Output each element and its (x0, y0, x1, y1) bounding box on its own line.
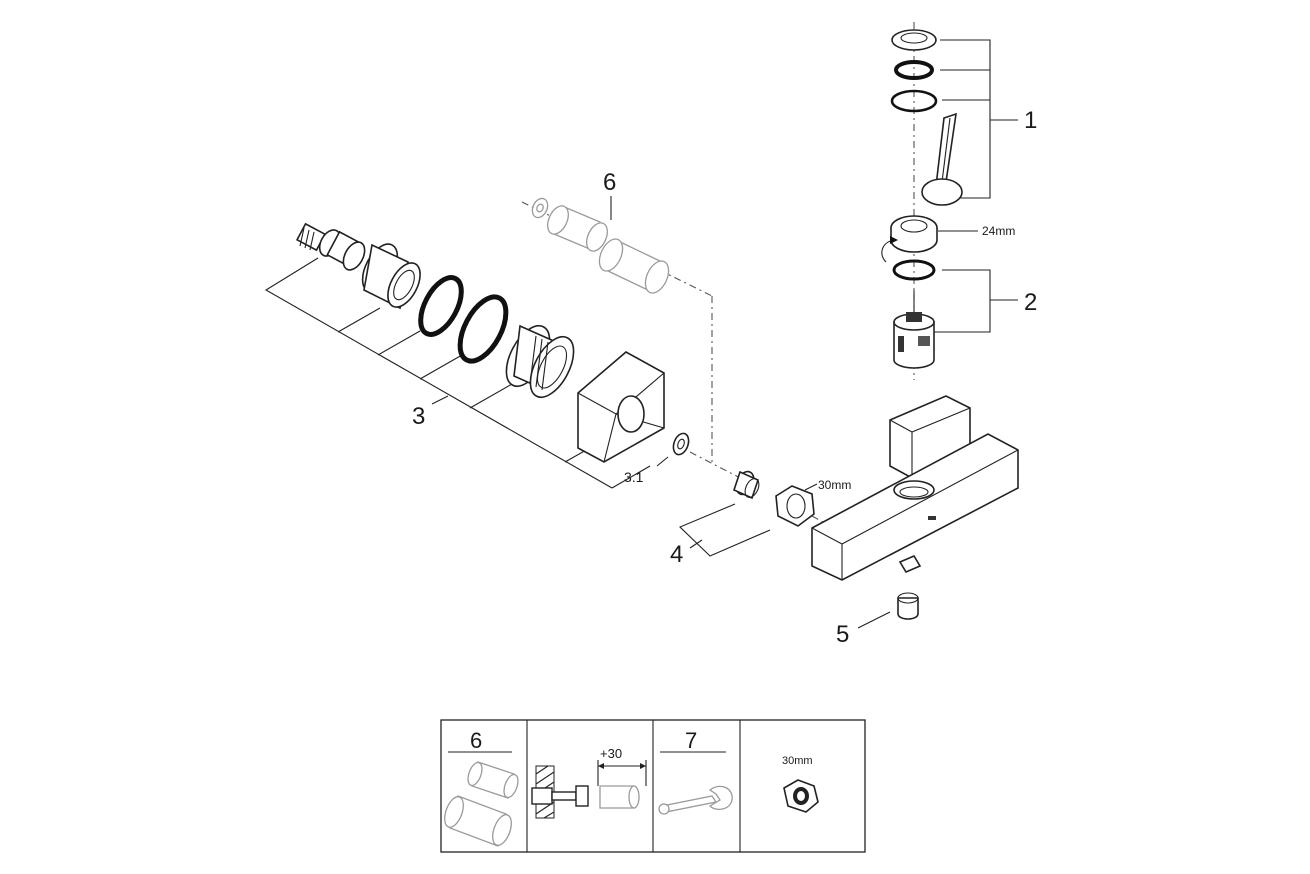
valve-body-assembly (811, 22, 1019, 629)
threaded-nipple (295, 222, 366, 271)
bracket-2 (934, 269, 991, 333)
nut-assembly-4 (679, 470, 831, 557)
table-dimension-30mm: 30mm (782, 755, 813, 767)
leader-tick (469, 383, 513, 409)
callout-1: 1 (1024, 107, 1037, 134)
leader-tick (377, 330, 421, 356)
leader-tick (611, 465, 651, 489)
callout-2: 2 (1024, 289, 1037, 316)
leader-lines-3 (264, 257, 613, 489)
bracket-1 (938, 39, 991, 199)
table-cell-wrench: 7 (658, 728, 733, 815)
leader-4-pointer (689, 539, 703, 549)
callout-3-1: 3.1 (624, 469, 644, 485)
o-ring-cartridge (892, 259, 936, 281)
cartridge-nut (881, 215, 978, 263)
threaded-ring (505, 324, 575, 399)
cartridge (893, 312, 935, 369)
table-cell-nut-size: 30mm (782, 755, 819, 813)
sleeve-bushing (361, 243, 421, 310)
callout-5: 5 (836, 621, 849, 648)
info-table: 6 +30 (440, 719, 866, 853)
leader-lines-4 (679, 503, 771, 557)
callout-6: 6 (603, 169, 616, 196)
o-ring-large-2 (457, 294, 509, 364)
mixer-body (811, 433, 1019, 581)
table-number-7: 7 (685, 728, 697, 753)
extension-set-ghost (521, 196, 753, 485)
leader-3-1 (656, 456, 669, 467)
leader-tick (337, 307, 381, 333)
washer-3-1 (672, 432, 690, 456)
o-ring-small-1 (894, 60, 934, 80)
callout-3: 3 (412, 403, 425, 430)
leader-tick (419, 354, 463, 380)
table-cell-wall-depth: +30 (531, 746, 647, 819)
o-ring-large-1 (418, 275, 464, 337)
o-ring-small-2 (890, 89, 938, 113)
connection-assembly-group (264, 222, 690, 489)
square-escutcheon (577, 351, 665, 463)
table-number-6: 6 (470, 728, 482, 753)
aerator-5 (857, 592, 919, 629)
dimension-24mm: 24mm (982, 224, 1015, 238)
table-cell-extension-set: 6 (444, 728, 519, 847)
callout-4: 4 (670, 541, 683, 568)
dimension-30mm: 30mm (818, 478, 851, 492)
table-dimension-plus30: +30 (600, 746, 622, 761)
lever-handle (921, 112, 963, 206)
leader-3-pointer (431, 395, 449, 405)
